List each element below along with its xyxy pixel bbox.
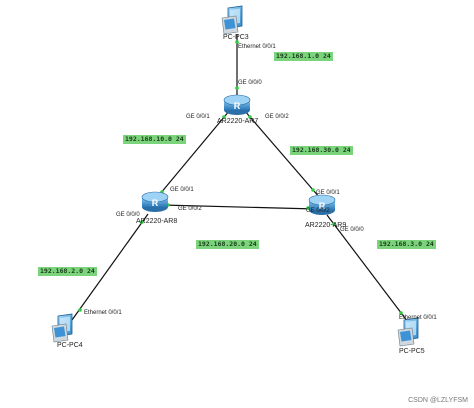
port-label-pc4-eth: Ethernet 0/0/1 xyxy=(84,310,122,316)
port-dot-pc4 xyxy=(78,308,82,312)
port-dot-pc3 xyxy=(235,40,239,44)
port-dot-pc5 xyxy=(399,311,403,315)
port-label-ar7-ge001: GE 0/0/1 xyxy=(186,114,210,120)
link-ar8-ar9 xyxy=(161,204,317,210)
ar8-label: AR2220-AR8 xyxy=(136,218,178,225)
link-ar9-pc5 xyxy=(326,214,409,323)
port-dot-ar7-left xyxy=(222,115,226,119)
network-label-10: 192.168.10.0 24 xyxy=(123,135,186,144)
pc5-icon[interactable] xyxy=(397,317,419,347)
link-ar8-pc4 xyxy=(71,213,149,321)
port-label-ar9-ge002: GE 0/0/2 xyxy=(306,208,330,214)
network-label-3: 192.168.3.0 24 xyxy=(377,240,436,249)
ar9-label: AR2220-AR9 xyxy=(305,222,347,229)
network-label-2: 192.168.2.0 24 xyxy=(38,267,97,276)
ar7-label: AR2220-AR7 xyxy=(217,118,259,125)
port-dot-ar9-up xyxy=(311,188,315,192)
port-label-ar8-ge002: GE 0/0/2 xyxy=(178,206,202,212)
port-label-pc3-eth: Ethernet 0/0/1 xyxy=(238,44,276,50)
router-ar7-icon[interactable]: R xyxy=(223,94,251,115)
router-ar7-glyph: R xyxy=(234,101,241,111)
pc3-label: PC-PC3 xyxy=(223,34,249,41)
link-ar7-ar8 xyxy=(154,109,231,201)
network-label-30: 192.168.30.0 24 xyxy=(290,146,353,155)
network-label-1: 192.168.1.0 24 xyxy=(274,52,333,61)
port-dot-ar7-right xyxy=(248,115,252,119)
port-label-ar9-ge000: GE 0/0/0 xyxy=(340,227,364,233)
watermark: CSDN @LZLYFSM xyxy=(408,397,468,404)
port-label-ar8-ge000: GE 0/0/0 xyxy=(116,212,140,218)
port-dot-ar9-down xyxy=(332,222,336,226)
router-ar9-glyph: R xyxy=(319,201,326,211)
link-ar7-ar9 xyxy=(243,109,321,199)
router-ar9-icon[interactable]: R xyxy=(308,194,336,215)
pc5-label: PC-PC5 xyxy=(399,348,425,355)
network-label-20: 192.168.20.0 24 xyxy=(196,240,259,249)
port-label-ar7-ge000: GE 0/0/0 xyxy=(238,80,262,86)
port-label-ar7-ge002: GE 0/0/2 xyxy=(265,114,289,120)
router-ar8-icon[interactable]: R xyxy=(141,191,169,212)
pc4-label: PC-PC4 xyxy=(57,342,83,349)
port-dot-ar8-down xyxy=(140,220,144,224)
port-label-ar9-ge001: GE 0/0/1 xyxy=(316,190,340,196)
port-dot-ar9-left xyxy=(306,206,310,210)
router-ar8-glyph: R xyxy=(152,198,159,208)
port-label-pc5-eth: Ethernet 0/0/1 xyxy=(399,315,437,321)
pc3-icon[interactable] xyxy=(221,5,243,35)
port-label-ar8-ge001: GE 0/0/1 xyxy=(170,187,194,193)
port-dot-ar7-down xyxy=(235,86,239,90)
pc4-icon[interactable] xyxy=(51,313,73,343)
